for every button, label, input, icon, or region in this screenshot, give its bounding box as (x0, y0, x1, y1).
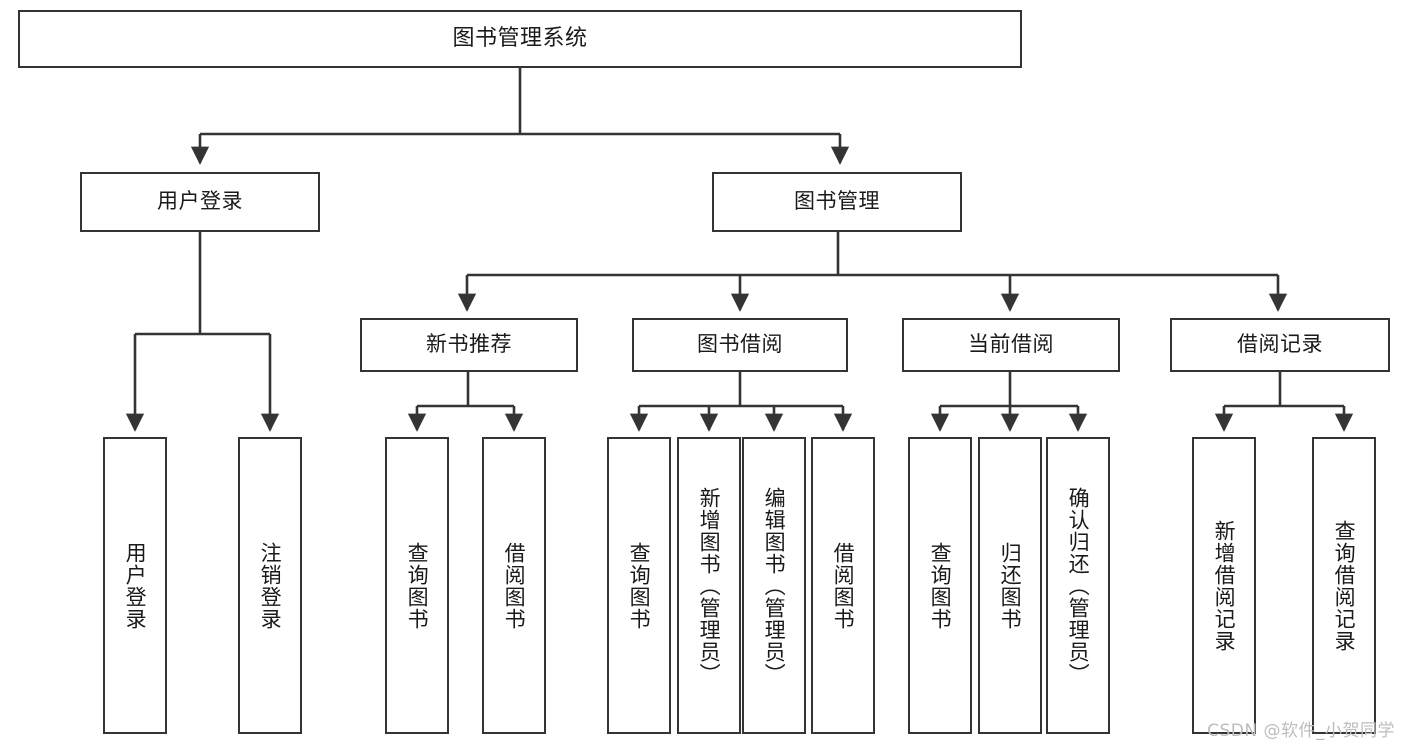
leaf-user-login-logout[interactable]: 注销登录 (238, 437, 302, 734)
node-label: 注销登录 (258, 541, 283, 630)
leaf-record-add-record[interactable]: 新增借阅记录 (1192, 437, 1256, 734)
node-label: 图书借阅 (697, 332, 783, 357)
leaf-borrow-query-book[interactable]: 查询图书 (607, 437, 671, 734)
node-label: 用户登录 (123, 541, 148, 630)
node-label: 新增图书（管理员） (697, 486, 722, 685)
node-label: 图书管理系统 (452, 25, 588, 51)
watermark: CSDN @软件_小贺同学 (1207, 721, 1395, 741)
node-label: 新增借阅记录 (1212, 519, 1237, 652)
node-current-borrow[interactable]: 当前借阅 (902, 318, 1120, 372)
node-label: 查询图书 (405, 541, 430, 630)
node-label: 图书管理 (794, 189, 880, 214)
node-label: 编辑图书（管理员） (762, 486, 787, 685)
node-label: 借阅图书 (831, 541, 856, 630)
node-book-borrow[interactable]: 图书借阅 (632, 318, 848, 372)
leaf-borrow-edit-book-admin[interactable]: 编辑图书（管理员） (742, 437, 806, 734)
leaf-user-login-login[interactable]: 用户登录 (103, 437, 167, 734)
node-label: 当前借阅 (968, 332, 1054, 357)
node-book-management[interactable]: 图书管理 (712, 172, 962, 232)
node-user-login[interactable]: 用户登录 (80, 172, 320, 232)
node-label: 借阅记录 (1237, 332, 1323, 357)
node-label: 用户登录 (157, 189, 243, 214)
node-label: 确认归还（管理员） (1066, 486, 1091, 685)
node-label: 查询图书 (627, 541, 652, 630)
node-label: 借阅图书 (502, 541, 527, 630)
node-borrow-record[interactable]: 借阅记录 (1170, 318, 1390, 372)
leaf-borrow-add-book-admin[interactable]: 新增图书（管理员） (677, 437, 741, 734)
node-label: 新书推荐 (426, 332, 512, 357)
node-label: 查询借阅记录 (1332, 519, 1357, 652)
leaf-current-return-book[interactable]: 归还图书 (978, 437, 1042, 734)
node-new-book-recommend[interactable]: 新书推荐 (360, 318, 578, 372)
node-label: 查询图书 (928, 541, 953, 630)
leaf-current-query-book[interactable]: 查询图书 (908, 437, 972, 734)
node-root-system[interactable]: 图书管理系统 (18, 10, 1022, 68)
leaf-borrow-borrow-book[interactable]: 借阅图书 (811, 437, 875, 734)
leaf-new-book-query[interactable]: 查询图书 (385, 437, 449, 734)
node-label: 归还图书 (998, 541, 1023, 630)
leaf-record-query-record[interactable]: 查询借阅记录 (1312, 437, 1376, 734)
leaf-new-book-borrow[interactable]: 借阅图书 (482, 437, 546, 734)
leaf-current-confirm-return-admin[interactable]: 确认归还（管理员） (1046, 437, 1110, 734)
